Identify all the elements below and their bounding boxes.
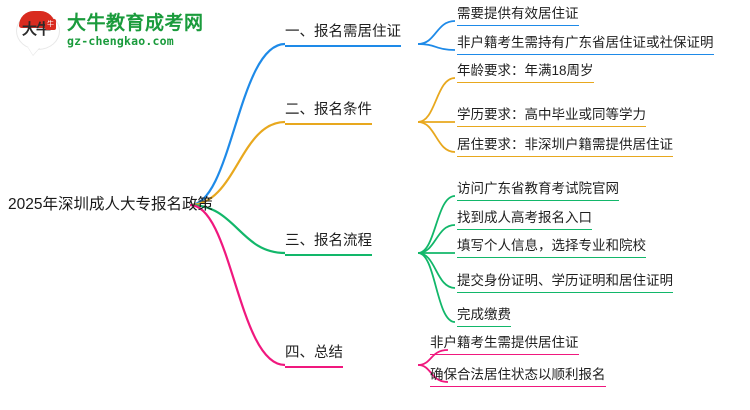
leaf-node-1-2-label: 非户籍考生需持有广东省居住证或社保证明 bbox=[457, 34, 714, 55]
connector-branch-2-child-1 bbox=[417, 77, 456, 123]
logo-bubble-icon: 大牛 牛 bbox=[14, 8, 60, 53]
leaf-node-3-1[interactable]: 访问广东省教育考试院官网 bbox=[457, 180, 619, 201]
logo-title: 大牛教育成考网 bbox=[67, 12, 204, 34]
leaf-node-3-3[interactable]: 填写个人信息，选择专业和院校 bbox=[457, 237, 646, 258]
branch-node-3[interactable]: 三、报名流程 bbox=[285, 232, 372, 256]
connector-root-to-branch-2 bbox=[189, 120, 286, 207]
leaf-node-3-1-label: 访问广东省教育考试院官网 bbox=[457, 180, 619, 201]
branch-node-1-label: 一、报名需居住证 bbox=[285, 23, 401, 47]
leaf-node-2-3[interactable]: 居住要求：非深圳户籍需提供居住证 bbox=[457, 136, 673, 157]
branch-node-3-label: 三、报名流程 bbox=[285, 232, 372, 256]
branch-node-2[interactable]: 二、报名条件 bbox=[285, 101, 372, 125]
connector-branch-3-child-2 bbox=[417, 224, 456, 254]
connector-branch-2-child-3 bbox=[417, 121, 456, 153]
connector-branch-3-child-5 bbox=[417, 252, 456, 323]
leaf-node-3-5-label: 完成缴费 bbox=[457, 306, 511, 327]
leaf-node-3-4[interactable]: 提交身份证明、学历证明和居住证明 bbox=[457, 272, 673, 293]
connector-root-to-branch-1 bbox=[189, 42, 286, 207]
leaf-node-4-2-label: 确保合法居住状态以顺利报名 bbox=[430, 366, 606, 387]
logo-subtitle: gz-chengkao.com bbox=[67, 34, 174, 48]
connector-branch-1-child-2 bbox=[417, 43, 456, 51]
leaf-node-1-2[interactable]: 非户籍考生需持有广东省居住证或社保证明 bbox=[457, 34, 714, 55]
connector-branch-3-child-1 bbox=[417, 195, 456, 254]
leaf-node-3-5[interactable]: 完成缴费 bbox=[457, 306, 511, 327]
leaf-node-3-2[interactable]: 找到成人高考报名入口 bbox=[457, 209, 592, 230]
leaf-node-3-4-label: 提交身份证明、学历证明和居住证明 bbox=[457, 272, 673, 293]
leaf-node-3-2-label: 找到成人高考报名入口 bbox=[457, 209, 592, 230]
site-logo: 大牛 牛 大牛教育成考网 gz-chengkao.com bbox=[14, 8, 204, 53]
connector-root-to-branch-3 bbox=[189, 203, 286, 255]
leaf-node-4-2[interactable]: 确保合法居住状态以顺利报名 bbox=[430, 366, 606, 387]
branch-node-4[interactable]: 四、总结 bbox=[285, 344, 343, 368]
logo-mark-text: 大牛 bbox=[21, 20, 51, 38]
leaf-node-1-1-label: 需要提供有效居住证 bbox=[457, 5, 579, 26]
branch-node-1[interactable]: 一、报名需居住证 bbox=[285, 23, 401, 47]
leaf-node-2-3-label: 居住要求：非深圳户籍需提供居住证 bbox=[457, 136, 673, 157]
leaf-node-1-1[interactable]: 需要提供有效居住证 bbox=[457, 5, 579, 26]
leaf-node-2-2[interactable]: 学历要求：高中毕业或同等学力 bbox=[457, 106, 646, 127]
connector-branch-3-child-4 bbox=[417, 252, 456, 289]
leaf-node-3-3-label: 填写个人信息，选择专业和院校 bbox=[457, 237, 646, 258]
branch-node-2-label: 二、报名条件 bbox=[285, 101, 372, 125]
branch-node-4-label: 四、总结 bbox=[285, 344, 343, 368]
leaf-node-2-1-label: 年龄要求：年满18周岁 bbox=[457, 62, 594, 83]
connector-root-to-branch-4 bbox=[189, 203, 286, 367]
root-node-label: 2025年深圳成人大专报名政策 bbox=[8, 196, 213, 213]
leaf-node-4-1-label: 非户籍考生需提供居住证 bbox=[430, 334, 579, 355]
leaf-node-2-2-label: 学历要求：高中毕业或同等学力 bbox=[457, 106, 646, 127]
root-node[interactable]: 2025年深圳成人大专报名政策 bbox=[8, 195, 213, 215]
leaf-node-4-1[interactable]: 非户籍考生需提供居住证 bbox=[430, 334, 579, 355]
connector-branch-4-child-2 bbox=[417, 364, 449, 383]
connector-branch-1-child-1 bbox=[417, 20, 456, 45]
logo-seal-icon: 牛 bbox=[45, 19, 56, 30]
leaf-node-2-1[interactable]: 年龄要求：年满18周岁 bbox=[457, 62, 594, 83]
